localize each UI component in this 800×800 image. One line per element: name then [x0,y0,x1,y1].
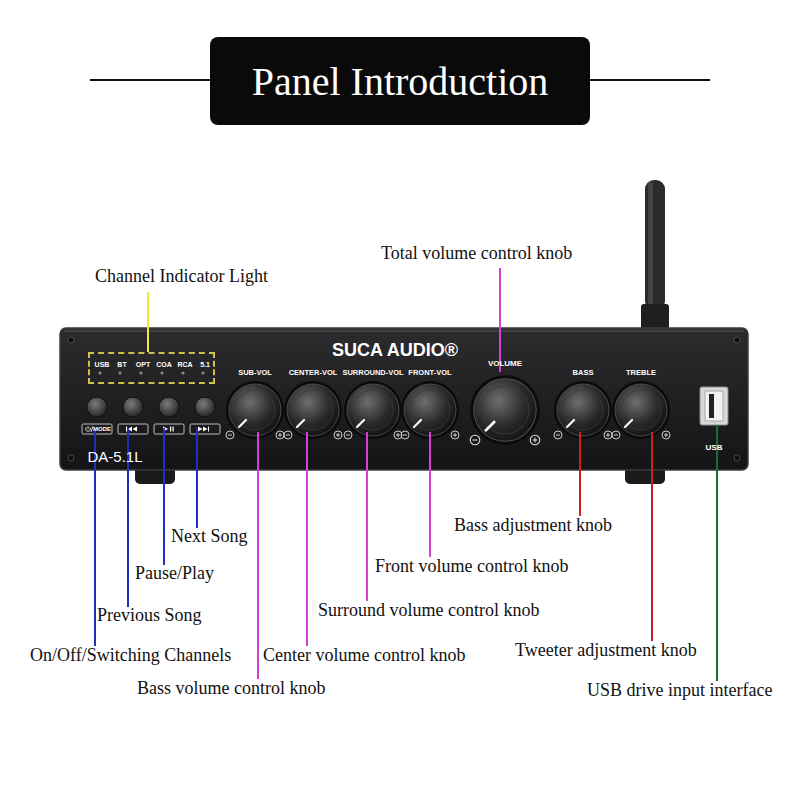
callout-label: Previous Song [97,605,202,627]
screw [68,337,74,343]
knob-label: CENTER-VOL [289,369,338,377]
power-icon [86,426,93,432]
button-label: MODE [93,426,111,432]
port-label: USB [706,444,723,452]
model-name: DA-5.1L [87,449,142,464]
channel-name: OPT [136,361,150,368]
leader-line [147,292,149,352]
leader-line [579,432,581,516]
knob-label: BASS [573,369,594,377]
leader-line [257,432,259,679]
indicator-leds [98,371,204,374]
master-volume-knob [470,375,540,445]
channel-name: BT [117,361,126,368]
antenna [645,180,665,310]
knob-label: SUB-VOL [238,369,272,377]
title-text: Panel Introduction [210,37,590,125]
channel-name: RCA [177,361,192,368]
callout-label: Bass adjustment knob [454,515,612,537]
leader-line [716,425,718,681]
knob-label: TREBLE [626,369,656,377]
callout-label: Pause/Play [135,563,214,585]
leader-line [306,432,308,646]
callout-label: Center volume control knob [263,645,465,667]
amplifier-panel: SUCA AUDIO® SUB-VOL CENTER-VOL SURROUND-VOL… [60,328,748,470]
leader-line [429,432,431,557]
knob-label: FRONT-VOL [408,369,451,377]
title-box [210,37,590,125]
callout-label: Channel Indicator Light [95,266,268,288]
leader-line [651,432,653,641]
button-label-frames [82,424,220,434]
title-rule [90,79,210,81]
sub-volume-knob [226,381,284,439]
knob-label: VOLUME [488,360,522,368]
brand-logo: SUCA AUDIO® [332,341,458,359]
next-icon [198,427,209,432]
channel-name: COA [156,361,172,368]
usb-port-tongue [709,394,714,418]
push-button [123,397,143,417]
push-button [195,397,215,417]
usb-port-socket [705,391,723,421]
usb-port [700,387,728,425]
callout-label: Total volume control knob [381,243,572,265]
callout-label: On/Off/Switching Channels [30,645,231,667]
leader-line [163,428,165,565]
channel-name: 5.1 [200,361,210,368]
channel-name: USB [95,361,110,368]
front-volume-knob [401,381,459,439]
push-button [87,397,107,417]
callout-label: USB drive input interface [587,680,772,702]
leader-line [499,268,501,372]
panel-edge [64,331,744,332]
antenna-highlight [648,182,653,307]
push-button [159,397,179,417]
center-volume-knob [284,381,342,439]
callout-label: Front volume control knob [375,556,568,578]
antenna-base [641,304,669,330]
screw [68,455,74,461]
leader-lines [95,268,717,681]
screw [734,455,740,461]
callout-label: Surround volume control knob [318,600,539,622]
bass-knob [554,381,612,439]
callout-label: Next Song [171,526,248,548]
callout-label: Tweeter adjustment knob [515,640,697,662]
callout-label: Bass volume control knob [137,678,325,700]
leader-line [366,432,368,601]
screw [734,337,740,343]
surround-volume-knob [344,381,402,439]
indicator-group: USB BT OPT COA RCA 5.1 [88,352,215,384]
knob-label: SURROUND-VOL [342,369,403,377]
title-rule [590,79,710,81]
treble-knob [612,381,670,439]
leader-line [196,428,198,528]
